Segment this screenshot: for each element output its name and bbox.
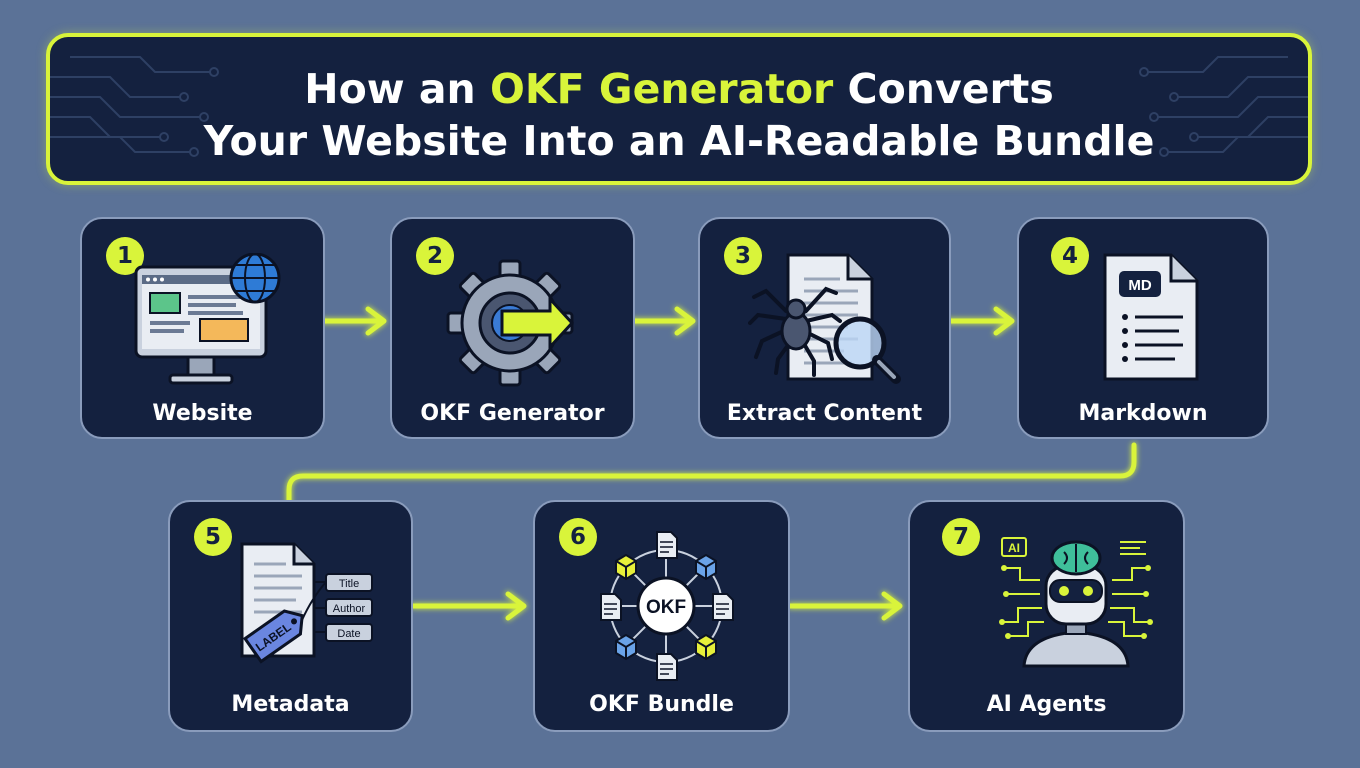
ai-chip-text: AI — [1008, 541, 1020, 555]
step-card-markdown: 4 MD Markdown — [1017, 217, 1269, 439]
step-number-badge: 3 — [724, 237, 762, 275]
title-highlight: OKF Generator — [490, 65, 834, 113]
step-label: Metadata — [231, 692, 350, 717]
circuit-decoration-right — [1139, 56, 1308, 157]
title-line-2: Your Website Into an AI-Readable Bundle — [203, 117, 1155, 165]
step-label: Website — [152, 401, 253, 426]
step-number-badge: 5 — [194, 518, 232, 556]
step-label: Markdown — [1078, 401, 1208, 426]
page-title: How an OKF Generator Converts Your Websi… — [50, 63, 1308, 167]
step-label: OKF Generator — [420, 401, 605, 426]
title-line-1: How an OKF Generator Converts — [50, 63, 1308, 115]
step-label: OKF Bundle — [589, 692, 734, 717]
arrow-1-2 — [317, 306, 387, 336]
meta-title-text: Title — [339, 578, 359, 590]
title-banner: How an OKF Generator Converts Your Websi… — [46, 33, 1312, 185]
spider-magnifier-icon — [748, 253, 901, 384]
step-card-okf-generator: 2 OKF Generator — [390, 217, 635, 439]
title-line1-post: Converts — [833, 65, 1054, 113]
step-number-badge: 4 — [1051, 237, 1089, 275]
tagged-document-icon: Title Author Date LABEL — [240, 542, 373, 664]
step-number-badge: 7 — [942, 518, 980, 556]
okf-core-text: OKF — [646, 597, 686, 618]
step-number-badge: 6 — [559, 518, 597, 556]
markdown-file-icon: MD — [1103, 253, 1199, 381]
bundle-network-icon: OKF — [600, 531, 734, 681]
step-card-website: 1 Website — [80, 217, 325, 439]
step-label: Extract Content — [726, 401, 923, 426]
arrow-6-7 — [787, 591, 903, 621]
arrow-5-6 — [410, 591, 527, 621]
monitor-globe-icon — [134, 253, 281, 385]
meta-date-text: Date — [337, 628, 360, 640]
step-number-badge: 2 — [416, 237, 454, 275]
gear-arrow-icon — [446, 259, 575, 387]
ai-robot-icon: AI — [999, 537, 1153, 668]
title-line1-pre: How an — [304, 65, 491, 113]
step-card-okf-bundle: 6 OKF OKF Bundle — [533, 500, 790, 732]
step-card-ai-agents: 7 AI AI Agents — [908, 500, 1185, 732]
step-card-metadata: 5 Title Author Date LABEL Metadata — [168, 500, 413, 732]
circuit-decoration-left — [50, 56, 219, 157]
meta-author-text: Author — [333, 603, 366, 615]
arrow-2-3 — [627, 306, 696, 336]
connector-4-5 — [286, 442, 1137, 508]
arrow-3-4 — [945, 306, 1015, 336]
md-tag-text: MD — [1128, 277, 1151, 294]
step-card-extract-content: 3 Extract Content — [698, 217, 951, 439]
step-label: AI Agents — [986, 692, 1107, 717]
